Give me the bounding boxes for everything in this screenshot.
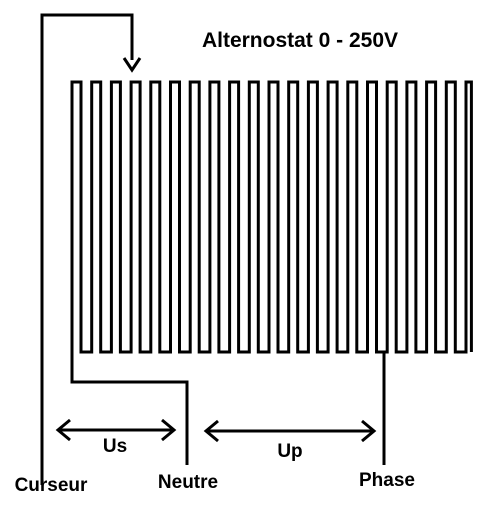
diagram-title: Alternostat 0 - 250V <box>202 29 398 52</box>
cursor-arrow-head <box>122 57 142 73</box>
curseur-label: Curseur <box>15 475 88 496</box>
up-arrow-left-head <box>203 419 219 443</box>
winding-coil <box>70 80 473 354</box>
neutral-wire <box>70 352 189 465</box>
phase-label: Phase <box>359 470 415 491</box>
us-label: Us <box>103 436 127 457</box>
us-arrow-left-head <box>55 418 71 442</box>
cursor-wire <box>40 13 134 485</box>
up-arrow-right-head <box>361 419 377 443</box>
neutre-label: Neutre <box>158 472 218 493</box>
up-label: Up <box>277 441 302 462</box>
us-arrow-right-head <box>161 418 177 442</box>
